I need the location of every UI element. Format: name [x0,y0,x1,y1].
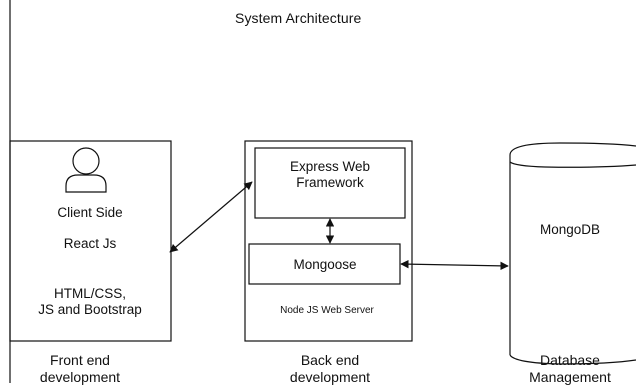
express-label-line-2: Framework [296,175,364,190]
react-label: React Js [63,236,117,251]
backend-caption-line-1: Back end [300,352,360,368]
frontend-caption-line-1: Front end [50,352,110,368]
frontend-caption-line-2: development [39,369,121,385]
database-cylinder [509,142,636,365]
mongodb-label: MongoDB [539,222,601,237]
mongoose-label: Mongoose [293,257,357,272]
node-server-label: Node JS Web Server [280,305,374,316]
database-caption-line-1: Database [540,352,600,368]
user-icon [65,147,107,193]
client-side-label: Client Side [57,205,123,220]
tech-line-1: HTML/CSS, [53,286,126,301]
express-box [254,147,406,219]
diagram-title: System Architecture [235,10,362,26]
database-caption-line-2: Management [529,369,611,385]
mongoose-mongodb-arrow [400,259,509,271]
express-label-line-1: Express Web [289,159,371,174]
mongoose-box [248,243,401,285]
frontend-express-arrow [169,181,253,253]
tech-line-2: JS and Bootstrap [38,302,142,317]
backend-caption-line-2: development [289,369,371,385]
